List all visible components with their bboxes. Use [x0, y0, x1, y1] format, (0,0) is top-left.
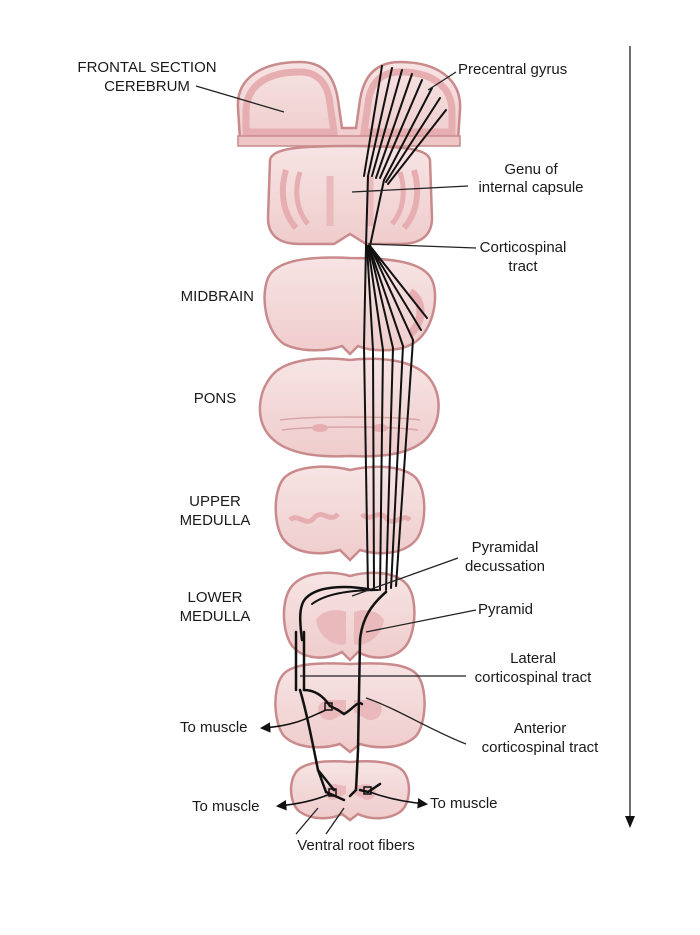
- synapse-marker: [324, 702, 333, 711]
- to-muscle-arrow-right: [369, 791, 429, 809]
- label-pyramidal-decussation-line1: Pyramidal: [471, 539, 539, 556]
- label-to-muscle-left: To muscle: [192, 798, 260, 815]
- internal-capsule-section: [266, 144, 434, 246]
- synapse-marker: [363, 786, 372, 795]
- label-lateral-cst-line1: Lateral: [510, 650, 556, 667]
- label-pyramidal-decussation-line2: decussation: [464, 558, 546, 575]
- label-midbrain: MIDBRAIN: [180, 288, 254, 305]
- spinal-cord-lower-section: [289, 760, 411, 822]
- label-lateral-cst-line2: corticospinal tract: [474, 669, 592, 686]
- to-muscle-arrow-upper: [259, 709, 327, 733]
- label-corticospinal-line2: tract: [508, 258, 538, 275]
- descending-direction-arrow: [625, 46, 635, 828]
- label-corticospinal-line1: Corticospinal: [479, 239, 567, 256]
- label-anterior-cst-line2: corticospinal tract: [481, 739, 599, 756]
- label-ventral-root-fibers: Ventral root fibers: [297, 837, 415, 854]
- leader-lines: [195, 71, 477, 835]
- label-genu-line2: internal capsule: [478, 179, 584, 196]
- label-pons: PONS: [193, 390, 237, 407]
- midbrain-section: [263, 256, 437, 356]
- label-to-muscle-upper: To muscle: [180, 719, 248, 736]
- pons-section: [258, 357, 440, 458]
- label-frontal-section: FRONTAL SECTION: [77, 59, 217, 76]
- to-muscle-arrow-left: [275, 793, 331, 811]
- label-upper-medulla-line1: UPPER: [189, 493, 241, 510]
- spinal-cord-upper-section: [274, 662, 426, 754]
- label-precentral-gyrus: Precentral gyrus: [458, 61, 568, 78]
- synapse-marker: [328, 788, 337, 797]
- label-anterior-cst-line1: Anterior: [513, 720, 567, 737]
- label-to-muscle-right: To muscle: [430, 795, 498, 812]
- label-lower-medulla-line1: LOWER: [187, 589, 243, 606]
- label-upper-medulla-line2: MEDULLA: [179, 512, 251, 529]
- label-pyramid: Pyramid: [478, 601, 534, 618]
- label-genu-line1: Genu of: [504, 161, 558, 178]
- label-lower-medulla-line2: MEDULLA: [179, 608, 251, 625]
- label-cerebrum: CEREBRUM: [104, 78, 190, 95]
